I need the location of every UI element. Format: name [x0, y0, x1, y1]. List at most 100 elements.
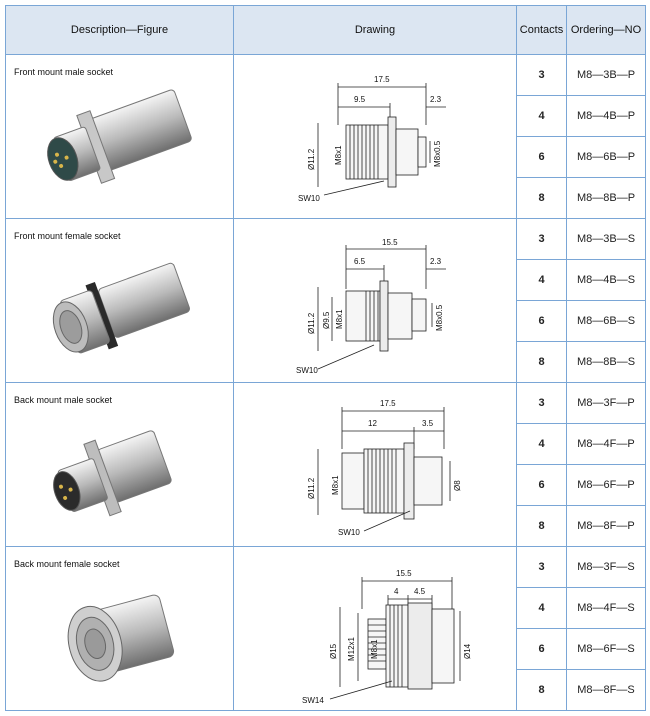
dim-wrench: SW10 [298, 194, 320, 203]
order-number: M8—4B—S [566, 259, 646, 301]
contacts-cell: 6 [516, 628, 567, 670]
dim-wrench: SW14 [302, 696, 324, 705]
dim-left: 12 [368, 419, 377, 428]
contacts-cell: 8 [516, 505, 567, 547]
dim-thread: M8x1 [331, 475, 340, 495]
dim-left: 9.5 [354, 95, 366, 104]
product-cell: Back mount female socket [5, 546, 234, 711]
contacts-cell: 4 [516, 259, 567, 301]
contacts-cell: 8 [516, 669, 567, 711]
dim-right: 4.5 [414, 587, 426, 596]
header-drawing: Drawing [233, 5, 517, 55]
table-row: 6 M8—6B—S [6, 300, 646, 342]
technical-drawing: 15.5 6.5 2.3 Ø11.2 Ø9.5 M8x1 M8x0.5 SW10 [296, 238, 446, 375]
dim-left: 6.5 [354, 257, 366, 266]
product-label: Back mount female socket [14, 559, 120, 569]
dim-thread: M8x1 [334, 145, 343, 165]
table-row: 8 M8—8B—P [6, 177, 646, 219]
table-row: 6 M8—6F—S [6, 628, 646, 670]
contacts-cell: 4 [516, 95, 567, 137]
contacts-cell: 6 [516, 300, 567, 342]
dim-overall: 17.5 [380, 399, 396, 408]
dim-wrench: SW10 [296, 366, 318, 375]
contacts-cell: 3 [516, 218, 567, 260]
dim-overall: 17.5 [374, 75, 390, 84]
table-row: 8 M8—8F—S [6, 669, 646, 711]
table-row: Back mount female socket [5, 546, 646, 711]
dim-right: 2.3 [430, 95, 442, 104]
contacts-cell: 6 [516, 464, 567, 506]
table-row: 8 M8—8F—P [6, 505, 646, 547]
dim-diameter: Ø11.2 [307, 312, 316, 334]
product-photo [52, 262, 190, 354]
dim-left: 4 [394, 587, 399, 596]
dim-diameter: Ø11.2 [307, 148, 316, 170]
contacts-cell: 8 [516, 177, 567, 219]
technical-drawing: 17.5 12 3.5 Ø11.2 M8x1 Ø8 SW10 [307, 399, 462, 537]
drawing-cell: 17.5 9.5 2.3 Ø11.2 M8x1 M8x0.5 SW10 [233, 54, 517, 219]
product-cell: Front mount male socket [5, 54, 234, 219]
product-label: Front mount male socket [14, 67, 114, 77]
contacts-cell: 3 [516, 546, 567, 588]
dim-right: 2.3 [430, 257, 442, 266]
dim-inner: M8x1 [370, 639, 379, 659]
table-row: 4 M8—4B—P [6, 95, 646, 137]
contacts-cell: 8 [516, 341, 567, 383]
dim-rear: M8x0.5 [435, 304, 444, 331]
dim-overall: 15.5 [396, 569, 412, 578]
order-number: M8—6F—P [566, 464, 646, 506]
contacts-cell: 3 [516, 54, 567, 96]
dim-inner: Ø9.5 [322, 311, 331, 329]
header-row: Description—Figure Drawing Contacts Orde… [5, 5, 646, 55]
table-row: 4 M8—4B—S [6, 259, 646, 301]
order-number: M8—6B—P [566, 136, 646, 178]
dim-rear: Ø8 [453, 480, 462, 491]
order-number: M8—6B—S [566, 300, 646, 342]
order-number: M8—8B—P [566, 177, 646, 219]
dim-diameter: Ø11.2 [307, 477, 316, 499]
table-row: 6 M8—6F—P [6, 464, 646, 506]
order-number: M8—8F—S [566, 669, 646, 711]
dim-thread: M8x1 [335, 309, 344, 329]
table-row: Front mount female socket [5, 218, 646, 383]
order-number: M8—4F—S [566, 587, 646, 629]
dim-diameter: Ø15 [329, 643, 338, 659]
order-number: M8—4F—P [566, 423, 646, 465]
drawing-cell: 15.5 6.5 2.3 Ø11.2 Ø9.5 M8x1 M8x0.5 SW10 [233, 218, 517, 383]
order-number: M8—3F—S [566, 546, 646, 588]
technical-drawing: 17.5 9.5 2.3 Ø11.2 M8x1 M8x0.5 SW10 [298, 75, 446, 203]
contacts-cell: 4 [516, 423, 567, 465]
product-cell: Front mount female socket [5, 218, 234, 383]
order-number: M8—3F—P [566, 382, 646, 424]
table-row: Front mount male socket [5, 54, 646, 219]
product-label: Front mount female socket [14, 231, 121, 241]
dim-overall: 15.5 [382, 238, 398, 247]
product-cell: Back mount male socket [5, 382, 234, 547]
header-contacts: Contacts [516, 5, 567, 55]
order-number: M8—8F—P [566, 505, 646, 547]
product-photo [53, 430, 172, 517]
drawing-cell: 17.5 12 3.5 Ø11.2 M8x1 Ø8 SW10 [233, 382, 517, 547]
product-table: Description—Figure Drawing Contacts Orde… [5, 5, 646, 711]
header-description: Description—Figure [5, 5, 234, 55]
technical-drawing: 15.5 4 4.5 Ø15 M12x1 M8x1 Ø14 SW14 [302, 569, 472, 705]
contacts-cell: 4 [516, 587, 567, 629]
dim-wrench: SW10 [338, 528, 360, 537]
order-number: M8—3B—S [566, 218, 646, 260]
contacts-cell: 3 [516, 382, 567, 424]
contacts-cell: 6 [516, 136, 567, 178]
order-number: M8—3B—P [566, 54, 646, 96]
product-photo [47, 89, 192, 184]
dim-rear: Ø14 [463, 643, 472, 659]
product-label: Back mount male socket [14, 395, 113, 405]
dim-thread: M12x1 [347, 636, 356, 661]
order-number: M8—4B—P [566, 95, 646, 137]
table-row: Back mount male socket [5, 382, 646, 547]
drawing-cell: 15.5 4 4.5 Ø15 M12x1 M8x1 Ø14 SW14 [233, 546, 517, 711]
dim-right: 3.5 [422, 419, 434, 428]
table-row: 8 M8—8B—S [6, 341, 646, 383]
order-number: M8—8B—S [566, 341, 646, 383]
product-photo [67, 594, 175, 682]
header-ordering: Ordering—NO [566, 5, 646, 55]
